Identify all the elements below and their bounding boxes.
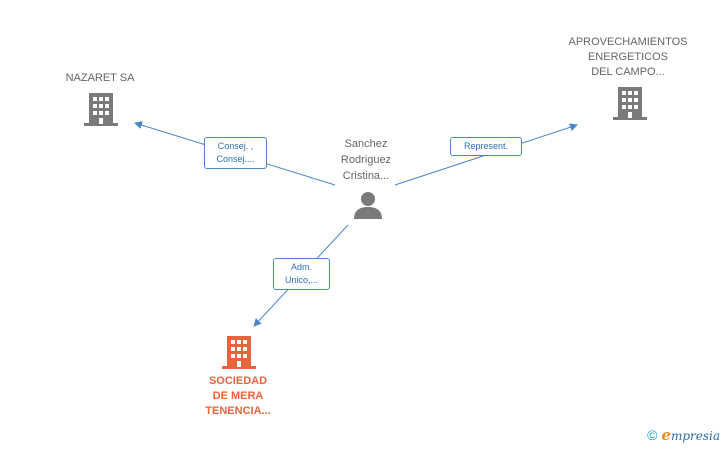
- edge-label-line: Adm.: [290, 262, 312, 272]
- node-label-line: Rodriguez: [340, 154, 392, 166]
- edge-label-line: Unico,...: [284, 275, 318, 285]
- node-label-sociedad[interactable]: SOCIEDAD DE MERA TENENCIA...: [178, 374, 298, 419]
- footer-brand: © empresia: [647, 426, 720, 444]
- node-label-line: NAZARET SA: [65, 72, 135, 84]
- edge-label-adm[interactable]: Adm. Unico,...: [273, 258, 330, 290]
- node-label-line: DEL CAMPO...: [591, 66, 665, 78]
- person-icon[interactable]: [352, 190, 384, 220]
- node-label-line: Sanchez: [344, 138, 388, 150]
- node-label-person[interactable]: Sanchez Rodriguez Cristina...: [318, 136, 414, 184]
- edge-label-line: Represent.: [463, 141, 509, 151]
- brand-name: mpresia: [670, 429, 720, 443]
- building-icon[interactable]: [222, 334, 256, 370]
- node-label-line: DE MERA: [212, 390, 264, 402]
- edge-label-consej[interactable]: Consej. , Consej....: [204, 137, 267, 169]
- brand-initial: e: [661, 426, 671, 444]
- edge-label-represent[interactable]: Represent.: [450, 137, 522, 156]
- brand-logo[interactable]: empresia: [661, 426, 720, 444]
- edge-label-line: Consej. ,: [217, 141, 254, 151]
- node-label-line: APROVECHAMIENTOS: [568, 36, 688, 48]
- building-icon[interactable]: [613, 85, 647, 121]
- building-icon[interactable]: [84, 91, 118, 127]
- copyright-symbol: ©: [647, 427, 658, 443]
- edge-label-line: Consej....: [216, 154, 255, 164]
- node-label-line: SOCIEDAD: [208, 375, 268, 387]
- node-label-aprovechamientos[interactable]: APROVECHAMIENTOS ENERGETICOS DEL CAMPO..…: [558, 35, 698, 80]
- node-label-line: Cristina...: [342, 170, 390, 182]
- node-label-line: TENENCIA...: [205, 405, 271, 417]
- node-label-line: ENERGETICOS: [587, 51, 669, 63]
- node-label-nazaret[interactable]: NAZARET SA: [40, 71, 160, 86]
